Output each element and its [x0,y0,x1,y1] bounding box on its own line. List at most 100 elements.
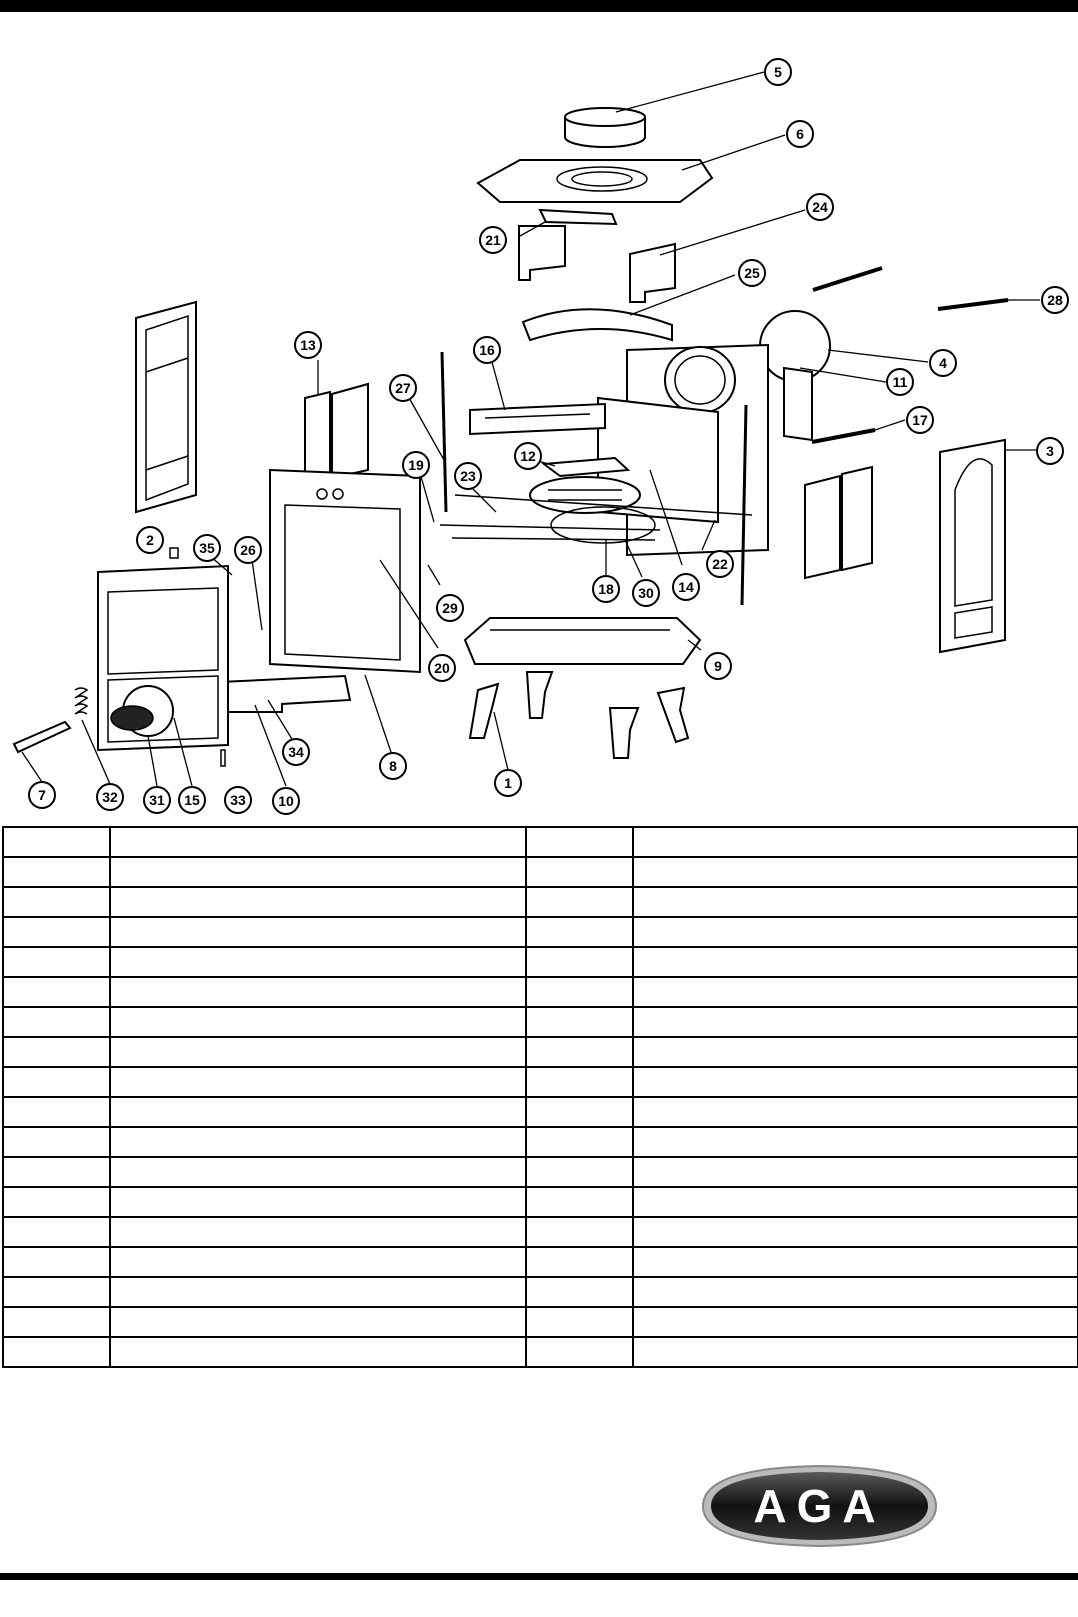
table-cell [2,1246,111,1278]
rod-part [812,266,883,292]
table-cell [525,1186,634,1218]
table-row [2,1306,1078,1338]
callout-22: 22 [706,550,734,578]
svg-text:28: 28 [1047,292,1063,308]
table-cell [109,1246,527,1278]
table-cell [632,1066,1078,1098]
table-cell [525,1036,634,1068]
table-cell [2,1126,111,1158]
rod-28-part [937,298,1009,311]
table-row [2,1276,1078,1308]
rod-22-part [740,404,748,606]
svg-text:14: 14 [678,579,694,595]
callout-4: 4 [929,349,957,377]
table-row [2,1036,1078,1068]
svg-text:17: 17 [912,412,928,428]
svg-text:10: 10 [278,793,294,809]
table-cell [525,1336,634,1368]
svg-text:15: 15 [184,792,200,808]
table-cell [632,886,1078,918]
top-border-bar [0,0,1078,12]
spring-handle-part [74,687,89,715]
svg-text:7: 7 [38,787,46,803]
table-cell [525,1006,634,1038]
callout-29: 29 [436,594,464,622]
svg-text:33: 33 [230,792,246,808]
exploded-parts-diagram: 5 6 24 21 25 28 4 11 17 3 13 16 27 12 19… [12,58,1069,815]
table-cell [2,1216,111,1248]
table-cell [2,1336,111,1368]
callout-14: 14 [672,573,700,601]
table-cell [2,976,111,1008]
callout-24: 24 [806,193,834,221]
grate-part [529,476,641,514]
left-side-panel-part [135,300,197,514]
table-cell [632,856,1078,888]
callout-25: 25 [738,259,766,287]
bracket-11-part [783,366,813,442]
svg-text:20: 20 [434,660,450,676]
table-cell [2,1276,111,1308]
svg-text:18: 18 [598,581,614,597]
table-cell [2,826,111,858]
table-cell [632,1306,1078,1338]
callout-9: 9 [704,652,732,680]
table-cell [632,1096,1078,1128]
svg-text:32: 32 [102,789,118,805]
grate-frame-part [439,494,753,541]
callout-20: 20 [428,654,456,682]
table-cell [109,1336,527,1368]
svg-text:27: 27 [395,380,411,396]
table-row [2,976,1078,1008]
table-cell [2,856,111,888]
callout-6: 6 [786,120,814,148]
table-cell [109,1126,527,1158]
callout-17: 17 [906,406,934,434]
parts-list-body [2,826,1078,1368]
table-row [2,1246,1078,1278]
table-row [2,1126,1078,1158]
svg-text:31: 31 [149,792,165,808]
callout-31: 31 [143,786,171,814]
svg-text:9: 9 [714,658,722,674]
table-cell [109,976,527,1008]
table-row [2,1156,1078,1188]
small-clip-35-part [169,547,179,559]
throat-bracket-part [518,208,618,281]
callout-3: 3 [1036,437,1064,465]
table-cell [632,1006,1078,1038]
riddling-plate-part [541,456,631,478]
table-cell [632,1126,1078,1158]
callout-30: 30 [632,579,660,607]
table-cell [632,1246,1078,1278]
ash-pan-part [219,674,352,713]
top-plate-part [476,159,714,203]
rod-17-part [811,428,876,444]
table-cell [525,1096,634,1128]
table-row [2,886,1078,918]
table-cell [632,1186,1078,1218]
inner-door-frame-part [269,468,421,674]
svg-text:3: 3 [1046,443,1054,459]
table-cell [2,1036,111,1068]
svg-text:5: 5 [774,64,782,80]
table-cell [2,1306,111,1338]
table-cell [2,916,111,948]
table-cell [525,1156,634,1188]
table-cell [2,1156,111,1188]
svg-text:4: 4 [939,355,947,371]
table-cell [525,886,634,918]
callout-11: 11 [886,368,914,396]
svg-text:19: 19 [408,457,424,473]
svg-text:12: 12 [520,448,536,464]
table-cell [109,1096,527,1128]
base-plate-part [463,617,702,665]
table-cell [632,916,1078,948]
table-cell [525,976,634,1008]
svg-text:23: 23 [460,468,476,484]
table-row [2,856,1078,888]
svg-text:16: 16 [479,342,495,358]
table-cell [109,1066,527,1098]
callout-27: 27 [389,374,417,402]
table-cell [109,916,527,948]
